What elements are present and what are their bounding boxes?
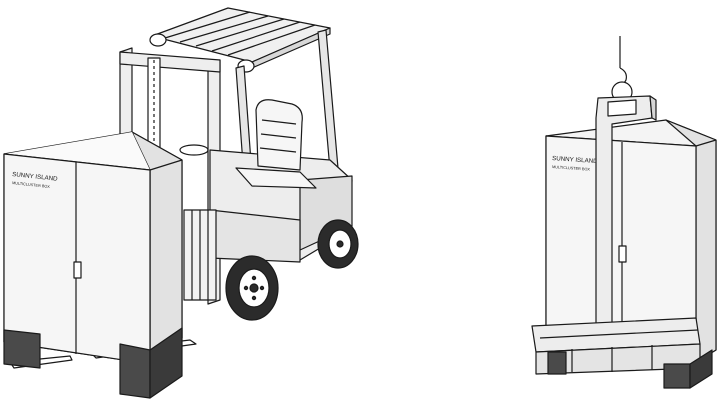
lifting-frame <box>595 95 657 339</box>
forklift-scene: SUNNY ISLAND MULTICLUSTER BOX <box>3 7 359 399</box>
crane-hook-icon <box>611 36 633 103</box>
cabinet-on-crane <box>545 119 717 363</box>
fork-carriage <box>183 209 217 301</box>
cabinet-label-subtitle: MULTICLUSTER BOX <box>12 181 51 189</box>
cabinet-plinth <box>663 363 691 389</box>
forklift-seat <box>235 99 317 189</box>
cabinet-plinth <box>119 343 151 399</box>
forklift-front-wheel <box>225 255 279 321</box>
cabinet-plinth <box>149 327 183 399</box>
forklift-overhead-guard <box>151 7 331 69</box>
cabinet-label-title: SUNNY ISLAND <box>552 155 599 165</box>
cabinet-on-forklift <box>3 131 183 399</box>
cabinet-label-subtitle: MULTICLUSTER BOX <box>552 165 591 172</box>
cabinet-plinth <box>689 349 713 389</box>
steering-wheel-icon <box>179 144 209 156</box>
door-handle-icon <box>618 245 627 263</box>
cabinet-label-title: SUNNY ISLAND <box>12 171 59 183</box>
cabinet-plinth <box>3 329 41 369</box>
crane-scene: SUNNY ISLAND MULTICLUSTER BOX <box>531 36 717 389</box>
work-light-icon <box>149 33 167 47</box>
door-handle-icon <box>73 261 82 279</box>
lifting-pallet <box>531 317 701 375</box>
forklift-rear-wheel <box>317 219 359 269</box>
cabinet-plinth <box>547 351 567 375</box>
